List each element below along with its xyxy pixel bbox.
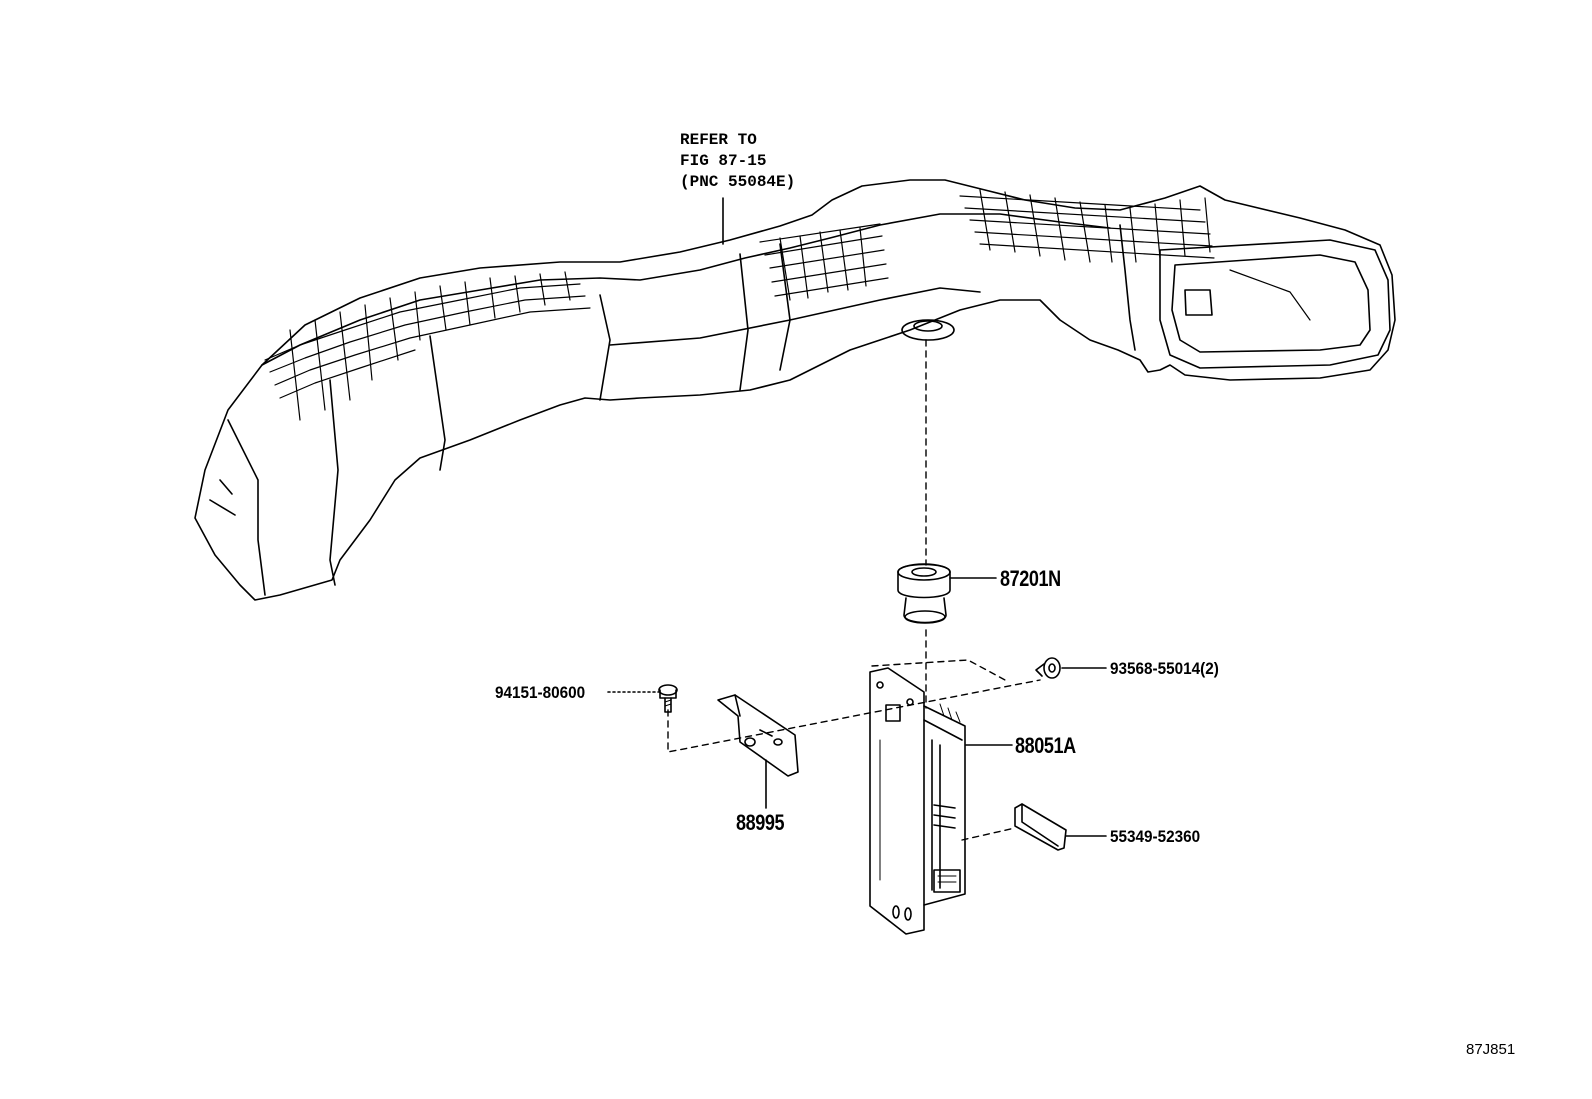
refer-note-line3: (PNC 55084E) <box>680 173 796 191</box>
refer-note-line2: FIG 87-15 <box>680 152 767 170</box>
pad-55349 <box>1014 803 1067 851</box>
label-55349: 55349-52360 <box>1110 827 1201 846</box>
assembly-lines <box>667 339 1041 841</box>
air-duct <box>194 179 1396 601</box>
label-88995: 88995 <box>736 810 785 835</box>
bolt-94151 <box>658 684 678 713</box>
label-94151: 94151-80600 <box>495 683 586 702</box>
receiver-88051A <box>869 667 966 935</box>
grommet-87201N <box>897 563 951 624</box>
leader-lines <box>607 197 1107 837</box>
bracket-88995 <box>717 694 799 777</box>
label-87201N: 87201N <box>1000 566 1061 591</box>
nut-93568 <box>1035 657 1061 679</box>
refer-note-line1: REFER TO <box>680 131 757 149</box>
refer-note: REFER TO FIG 87-15 (PNC 55084E) <box>680 130 795 193</box>
label-93568: 93568-55014(2) <box>1110 659 1219 678</box>
label-88051A: 88051A <box>1015 733 1076 758</box>
figure-id: 87J851 <box>1466 1041 1516 1058</box>
